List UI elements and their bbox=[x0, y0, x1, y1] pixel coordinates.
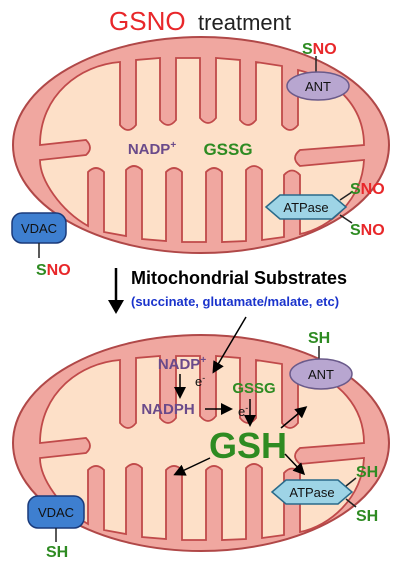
bottom-atpase-protein bbox=[270, 479, 354, 505]
bottom-gssg-label: GSSG bbox=[232, 380, 275, 397]
top-mitochondrion: NADP+ GSSG bbox=[12, 36, 390, 254]
bottom-vdac-group: VDAC SH bbox=[27, 495, 85, 561]
arrow-gsh-to-ant bbox=[280, 406, 308, 429]
substrates-title: Mitochondrial Substrates bbox=[131, 268, 347, 288]
bottom-atpase-group: ATPase SH SH bbox=[270, 464, 378, 525]
bottom-ant-protein bbox=[289, 358, 353, 390]
bottom-vdac-label: VDAC bbox=[38, 505, 74, 520]
arrow-gsh-to-atpase bbox=[284, 453, 306, 476]
bottom-gsh-label: GSH bbox=[209, 425, 287, 466]
top-vdac-sno: SNO bbox=[36, 262, 71, 279]
transition: Mitochondrial Substrates (succinate, glu… bbox=[108, 268, 347, 314]
bottom-atpase-sh-1: SH bbox=[356, 464, 378, 481]
bottom-atpase-label: ATPase bbox=[289, 485, 334, 500]
bottom-ant-group: ANT SH bbox=[289, 330, 353, 390]
down-arrow-head bbox=[108, 300, 124, 314]
title-treatment: treatment bbox=[198, 10, 291, 35]
title-gsno: GSNO bbox=[109, 6, 186, 36]
top-atpase-sno-1: SNO bbox=[350, 181, 385, 198]
top-vdac-group: VDAC SNO bbox=[11, 212, 71, 279]
bottom-nadph-label: NADPH bbox=[141, 401, 194, 418]
top-nadp-label: NADP+ bbox=[128, 140, 177, 158]
top-vdac-label: VDAC bbox=[21, 221, 57, 236]
top-ant-sno: SNO bbox=[302, 41, 337, 58]
bottom-electron-2: e- bbox=[238, 403, 248, 419]
bottom-electron-1: e- bbox=[195, 373, 205, 389]
top-atpase-sno-2: SNO bbox=[350, 222, 385, 239]
top-gssg-label: GSSG bbox=[203, 140, 252, 159]
bottom-nadp-label: NADP+ bbox=[158, 355, 207, 373]
top-atpase-label: ATPase bbox=[283, 200, 328, 215]
top-atpase-link-1 bbox=[339, 191, 353, 201]
title: GSNO treatment bbox=[109, 6, 291, 36]
bottom-atpase-sh-2: SH bbox=[356, 508, 378, 525]
top-ant-label: ANT bbox=[305, 79, 331, 94]
top-atpase-protein bbox=[264, 194, 348, 220]
bottom-atpase-link-1 bbox=[345, 477, 357, 487]
top-ant-group: ANT SNO bbox=[286, 41, 350, 101]
arrow-substrates-to-electron bbox=[212, 316, 247, 374]
top-atpase-group: ATPase SNO SNO bbox=[264, 181, 385, 239]
arrow-gsh-to-vdac bbox=[173, 457, 211, 476]
top-atpase-link-2 bbox=[339, 214, 353, 224]
bottom-ant-label: ANT bbox=[308, 367, 334, 382]
bottom-atpase-link-2 bbox=[345, 498, 357, 508]
substrates-subtitle: (succinate, glutamate/malate, etc) bbox=[131, 294, 339, 309]
top-ant-protein bbox=[286, 71, 350, 101]
bottom-ant-sh: SH bbox=[308, 330, 330, 347]
bottom-vdac-sh: SH bbox=[46, 544, 68, 561]
